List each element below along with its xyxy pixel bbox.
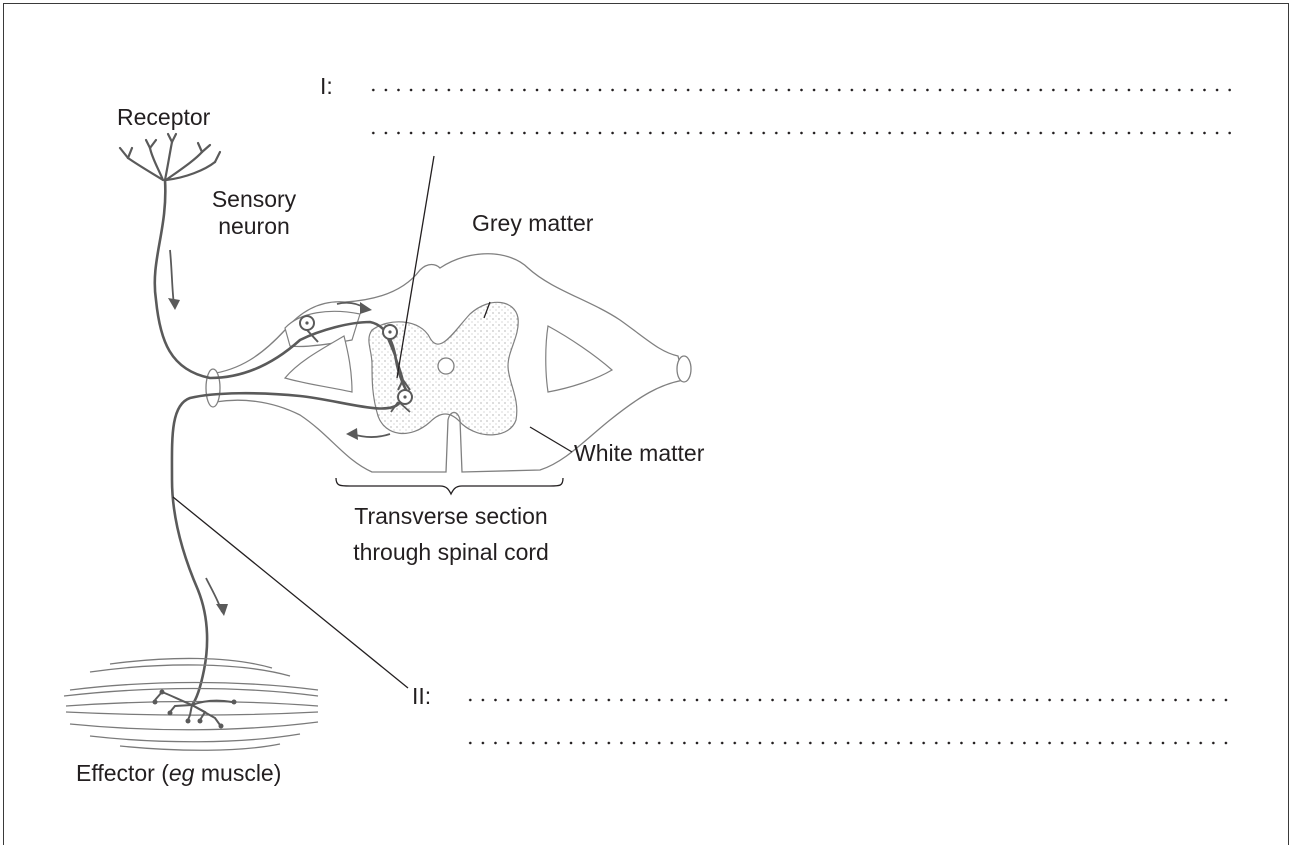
- answer-line-I-1[interactable]: [367, 88, 1231, 92]
- sensory-neuron-label-line2: neuron: [196, 213, 312, 239]
- sensory-nucleus: [305, 321, 308, 324]
- effector-label-italic: eg: [169, 760, 195, 786]
- answer-label-II: II:: [412, 683, 431, 709]
- answer-line-II-2[interactable]: [464, 741, 1230, 745]
- motor-nucleus: [403, 395, 406, 398]
- white-matter-label: White matter: [574, 440, 704, 466]
- answer-line-II-1[interactable]: [464, 698, 1230, 702]
- sensory-neuron-label-line1: Sensory: [196, 186, 312, 212]
- answer-label-I: I:: [320, 73, 333, 99]
- transverse-section-label-line1: Transverse section: [318, 503, 584, 529]
- receptor-dendrites: [120, 134, 220, 180]
- central-canal: [438, 358, 454, 374]
- effector-label-prefix: Effector (: [76, 760, 169, 786]
- effector-label-suffix: muscle): [194, 760, 281, 786]
- end-plate-dots: [153, 690, 237, 729]
- effector-label: Effector (eg muscle): [76, 760, 281, 786]
- relay-nucleus: [388, 330, 391, 333]
- section-brace: [336, 478, 563, 494]
- motor-end-plates: [155, 692, 232, 725]
- receptor-label: Receptor: [117, 104, 210, 130]
- grey-matter-label: Grey matter: [472, 210, 593, 236]
- answer-line-I-2[interactable]: [367, 131, 1231, 135]
- transverse-section-label-line2: through spinal cord: [318, 539, 584, 565]
